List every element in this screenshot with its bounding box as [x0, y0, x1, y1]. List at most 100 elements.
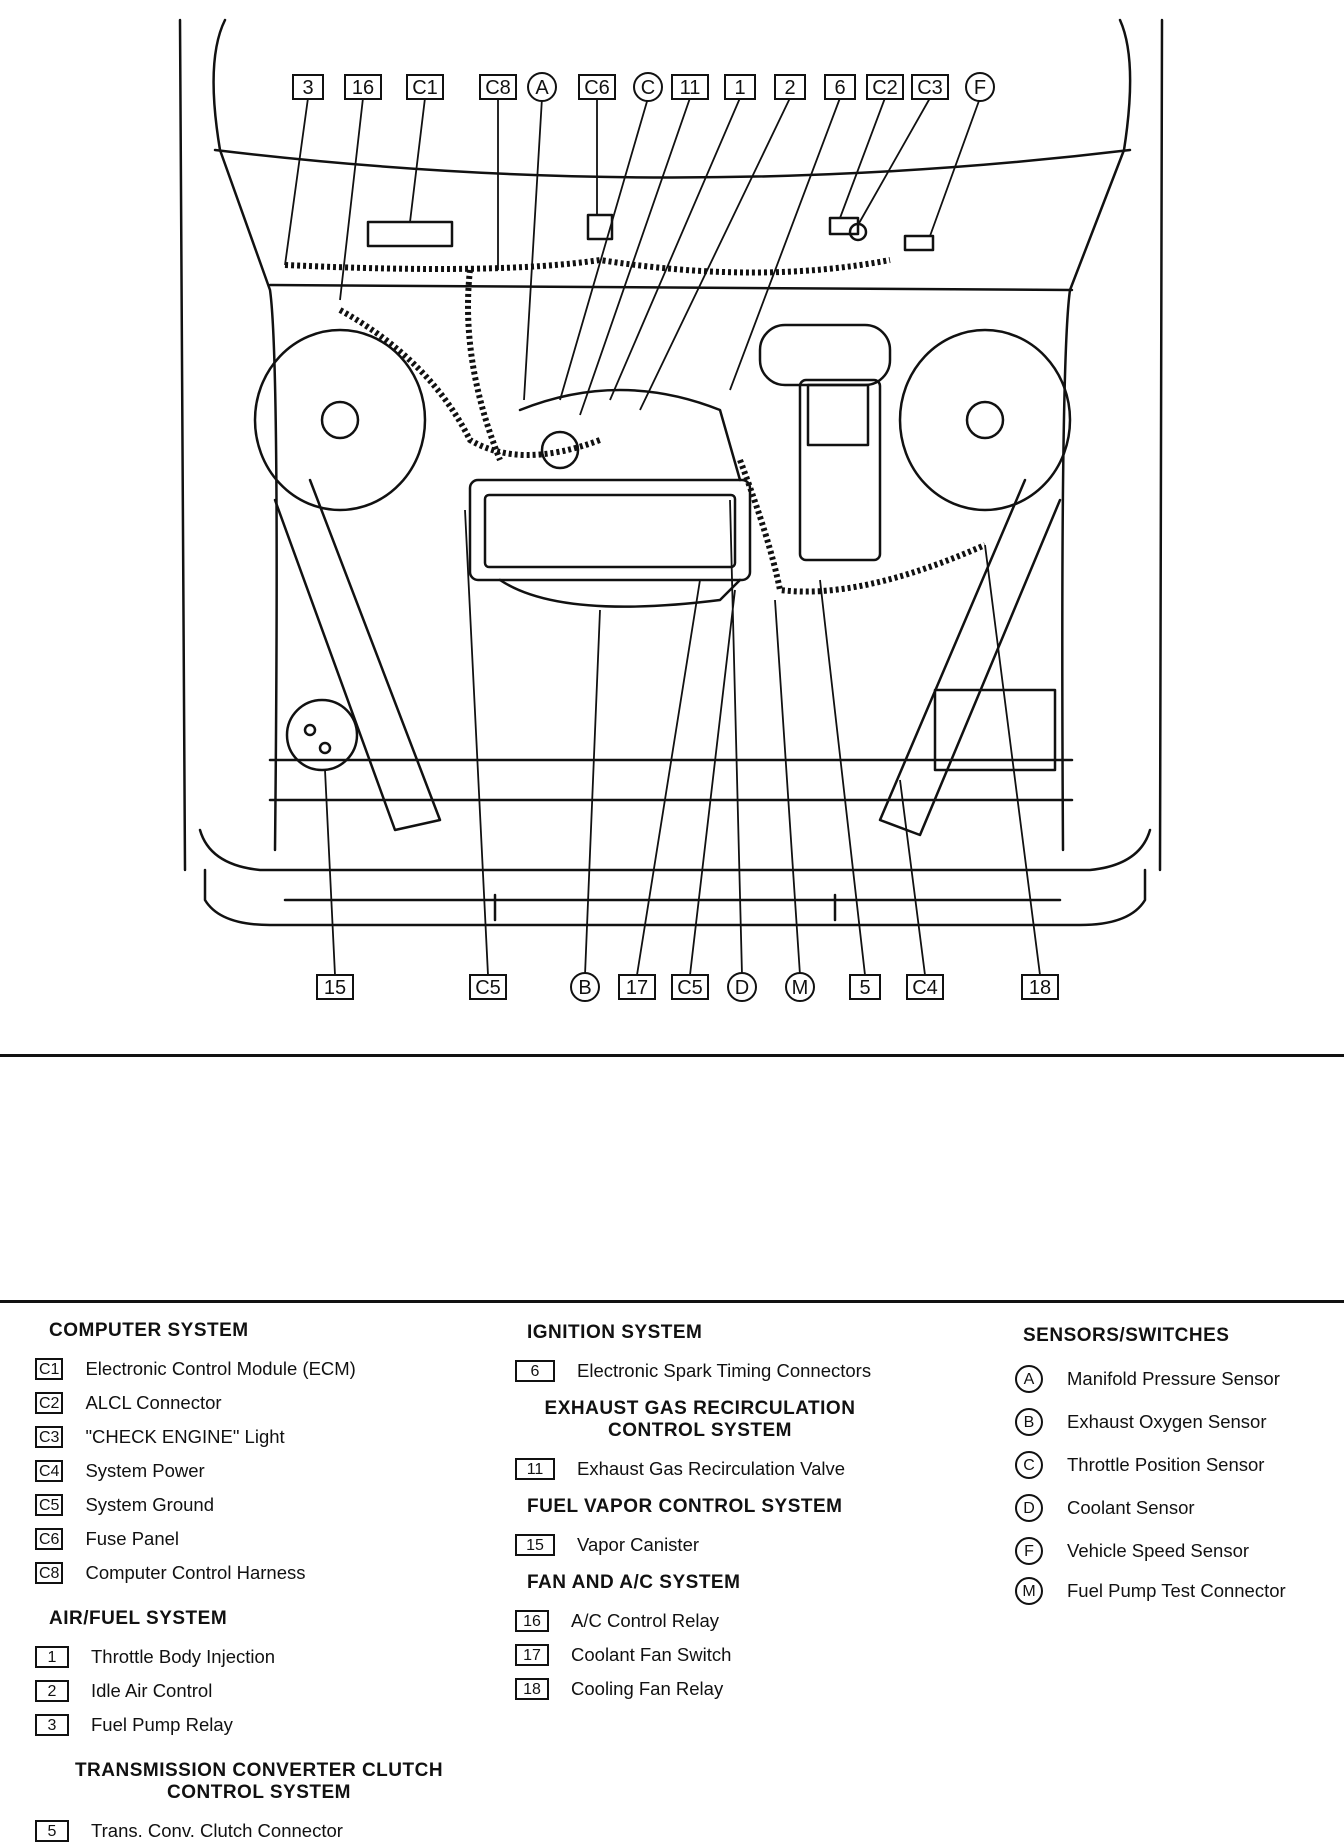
legend-label: Fuel Pump Test Connector [1067, 1580, 1286, 1601]
callout-c2: C2 [866, 74, 904, 100]
callout-label: C [641, 77, 655, 99]
callout-shape [406, 74, 444, 100]
callout-label: 6 [834, 77, 845, 99]
callout-shape [866, 74, 904, 100]
callout-shape [774, 74, 806, 100]
code-box: 6 [515, 1360, 555, 1382]
callout-shape [344, 74, 382, 100]
tcc-title-line-2: CONTROL SYSTEM [167, 1782, 351, 1803]
callout-c3: C3 [911, 74, 949, 100]
callout-label: C1 [412, 77, 438, 99]
callout-c8: C8 [479, 74, 517, 100]
callout-f: F [965, 72, 995, 102]
left-strut-cap [320, 400, 360, 440]
spacer [515, 1388, 955, 1398]
code-box: C2 [35, 1392, 64, 1414]
callout-label: C8 [485, 77, 511, 99]
callout-label: C5 [475, 977, 501, 999]
callout-label: C3 [917, 77, 943, 99]
code-box: 2 [35, 1680, 69, 1702]
front-bumper [198, 828, 1152, 927]
spacer [35, 1742, 515, 1760]
callout-label: 5 [859, 977, 870, 999]
code-circle: D [1015, 1493, 1043, 1522]
code-box: C3 [35, 1426, 64, 1448]
code-box: C5 [35, 1494, 64, 1516]
callout-shape [469, 974, 507, 1000]
callout-b: B [570, 972, 600, 1002]
canister-port-2 [318, 741, 332, 755]
air-fuel-system-title: AIR/FUEL SYSTEM [49, 1608, 228, 1629]
right-harness [737, 458, 987, 595]
code-box: C8 [35, 1562, 64, 1584]
sensors-switches-title: SENSORS/SWITCHES [1023, 1325, 1230, 1346]
callout-shape [911, 74, 949, 100]
legend-column-right: SENSORS/SWITCHES A Manifold Pressure Sens… [1015, 1325, 1335, 1610]
callout-shape [578, 74, 616, 100]
spacer [35, 1590, 515, 1608]
code-box: C4 [35, 1460, 64, 1482]
code-box: 15 [515, 1534, 555, 1556]
legend-label: "CHECK ENGINE" Light [85, 1426, 285, 1447]
tcc-title-line-1: TRANSMISSION CONVERTER CLUTCH [74, 1760, 444, 1781]
callout-label: F [974, 77, 986, 99]
callout-shape [824, 74, 856, 100]
callout-label: 17 [626, 977, 648, 999]
computer-system-title: COMPUTER SYSTEM [49, 1320, 249, 1341]
callout-5: 5 [849, 974, 881, 1000]
code-box: 1 [35, 1646, 69, 1668]
legend-divider-line [0, 1300, 1344, 1303]
divider-line [0, 1054, 1344, 1057]
callout-shape [671, 74, 709, 100]
legend-label: Manifold Pressure Sensor [1067, 1367, 1280, 1389]
legend-item-c2: C2 ALCL Connector [35, 1386, 515, 1420]
legend-label: ALCL Connector [85, 1392, 222, 1413]
alcl-connector-shape [828, 216, 860, 236]
air-cleaner [468, 478, 752, 582]
left-strut-tower [253, 328, 427, 512]
callout-shape [965, 72, 995, 102]
fuel-vapor-system-title: FUEL VAPOR CONTROL SYSTEM [527, 1496, 843, 1517]
canister-port-1 [303, 723, 317, 737]
firewall [268, 283, 1074, 292]
callout-shape [671, 974, 709, 1000]
callout-d: D [727, 972, 757, 1002]
ecm-box [366, 220, 454, 248]
callout-label: A [535, 77, 549, 99]
cowl-line [213, 148, 1132, 179]
callout-shape [785, 972, 815, 1002]
callout-shape [849, 974, 881, 1000]
code-circle: A [1015, 1364, 1043, 1393]
callout-label: B [578, 977, 591, 999]
code-box: 11 [515, 1458, 555, 1480]
callout-a: A [527, 72, 557, 102]
callout-17: 17 [618, 974, 656, 1000]
egr-title-line-2: CONTROL SYSTEM [608, 1420, 792, 1441]
left-fender-outline [178, 18, 278, 872]
legend-label: Fuel Pump Relay [91, 1714, 233, 1735]
legend-label: Throttle Position Sensor [1067, 1453, 1265, 1475]
throttle-body-nut [540, 430, 580, 470]
battery [933, 688, 1057, 772]
tcc-system-title: TRANSMISSION CONVERTER CLUTCH CONTROL SY… [49, 1760, 469, 1804]
legend-label: Vehicle Speed Sensor [1067, 1539, 1250, 1561]
callout-c4: C4 [906, 974, 944, 1000]
callout-label: C5 [677, 977, 703, 999]
callout-shape [906, 974, 944, 1000]
callout-label: D [735, 977, 749, 999]
code-circle: C [1015, 1450, 1043, 1479]
callout-15: 15 [316, 974, 354, 1000]
